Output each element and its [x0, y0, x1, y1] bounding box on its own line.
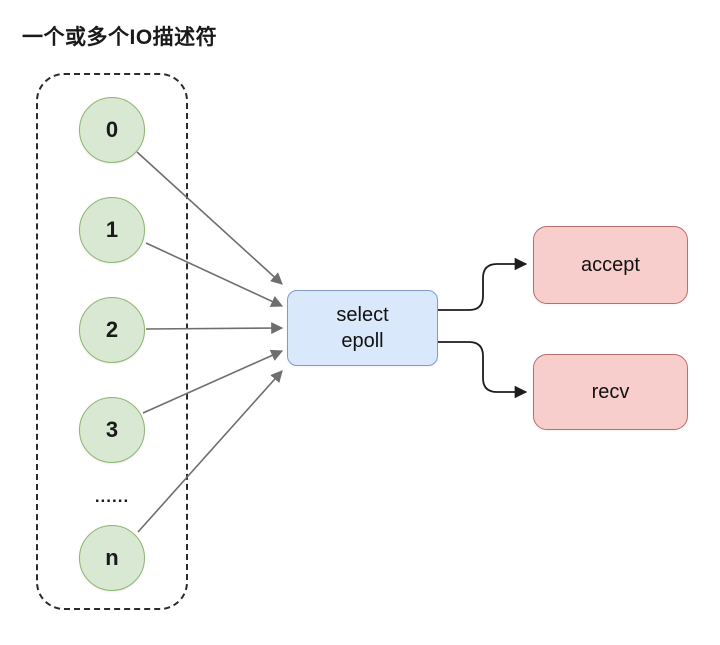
recv-label: recv [591, 380, 630, 403]
fd-circle-2-label: 2 [105, 317, 119, 342]
select-epoll-node: select epoll [287, 290, 438, 366]
fd-circle-0: 0 [79, 97, 145, 163]
fd-circle-3: 3 [79, 397, 145, 463]
diagram-title: 一个或多个IO描述符 [22, 26, 218, 49]
accept-label: accept [581, 253, 640, 276]
fd-circle-0-label: 0 [105, 117, 119, 142]
recv-node: recv [533, 354, 688, 430]
fd-circle-1: 1 [79, 197, 145, 263]
fd-circle-n: n [79, 525, 145, 591]
epoll-label: epoll [341, 330, 384, 352]
fd-ellipsis: ...... [94, 487, 130, 506]
fd-circle-3-label: 3 [105, 417, 119, 442]
io-descriptor-group-box [36, 73, 188, 610]
fd-circle-n-label: n [105, 545, 119, 570]
arrow-select-to-accept [438, 257, 528, 311]
arrow-select-to-recv [438, 341, 528, 399]
fd-circle-2: 2 [79, 297, 145, 363]
accept-node: accept [533, 226, 688, 304]
fd-circle-1-label: 1 [105, 217, 119, 242]
select-label: select [336, 304, 389, 326]
